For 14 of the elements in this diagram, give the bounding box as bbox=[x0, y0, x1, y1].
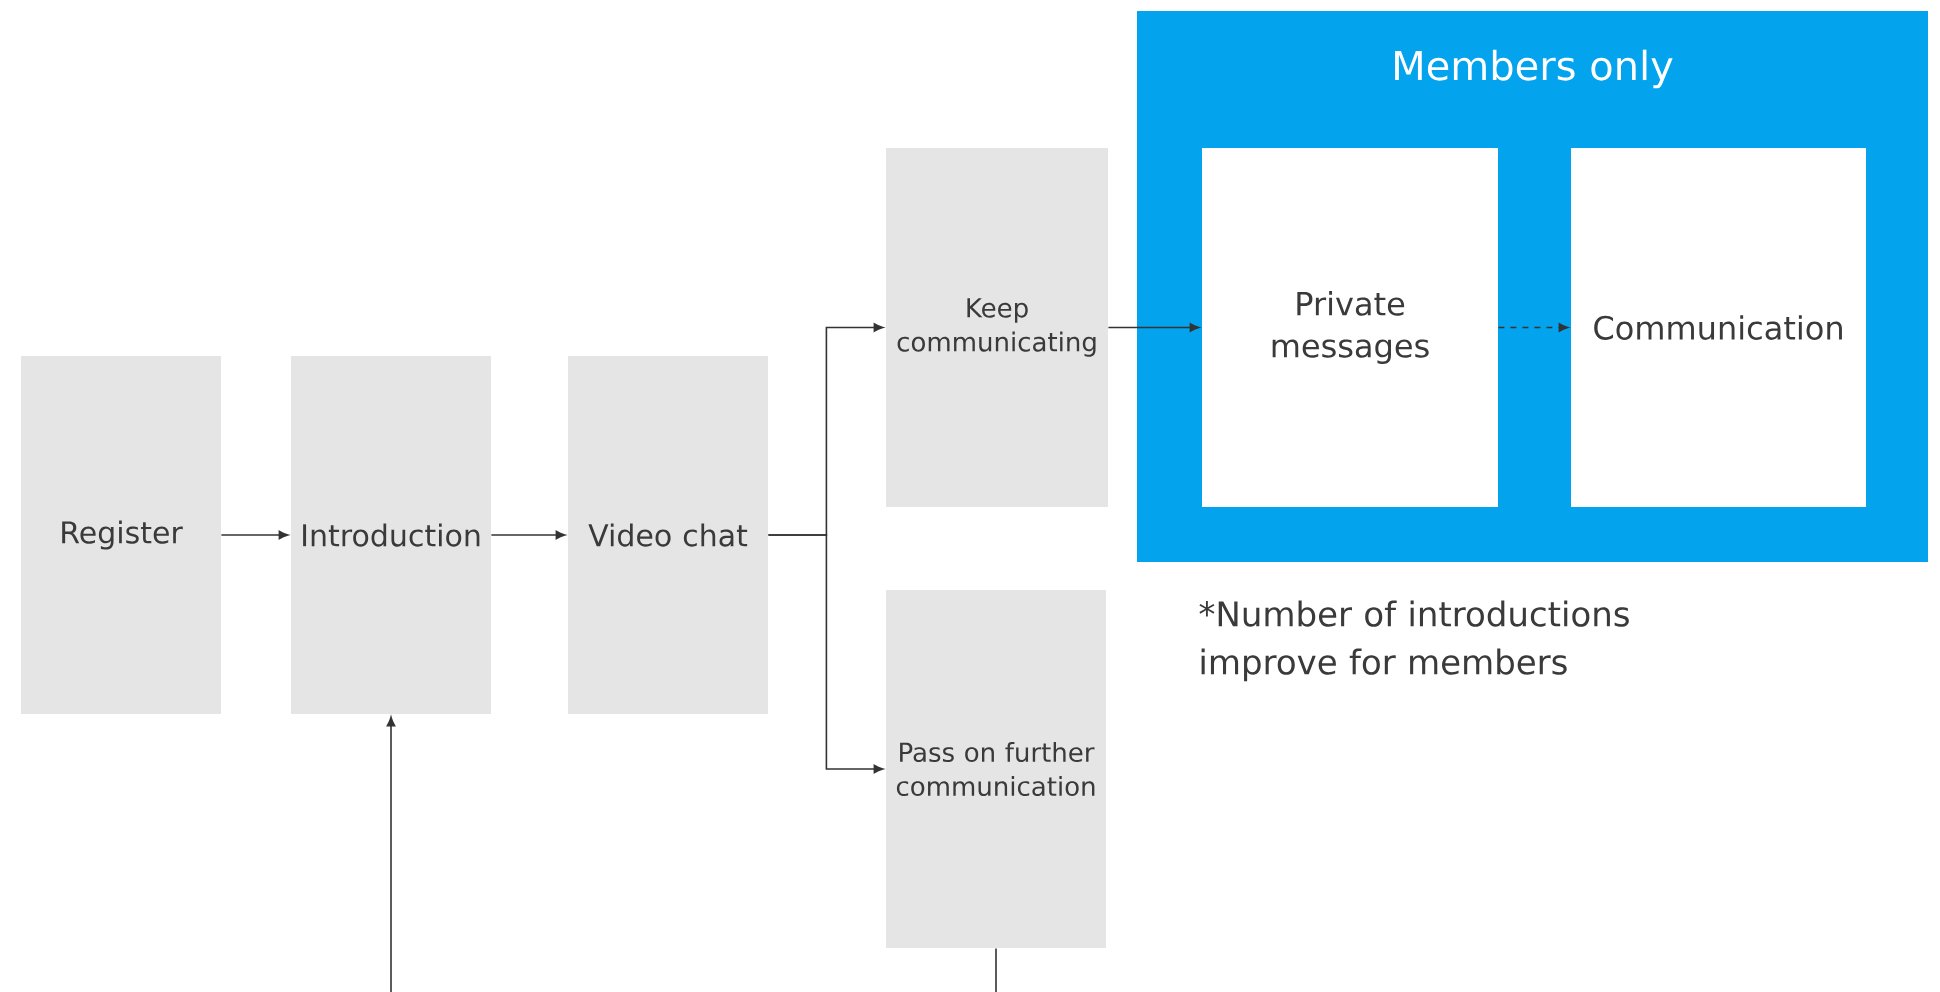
arrow bbox=[220, 530, 289, 540]
arrow bbox=[386, 716, 396, 992]
process-box: Communication bbox=[1571, 148, 1866, 507]
process-box: Introduction bbox=[291, 356, 491, 714]
arrow bbox=[490, 530, 566, 540]
process-box: Private messages bbox=[1202, 148, 1498, 507]
arrow bbox=[767, 534, 884, 774]
note-text: *Number of introductions improve for members bbox=[1199, 600, 1629, 682]
process-box: Pass on further communication bbox=[886, 590, 1106, 948]
process-box: Keep communicating bbox=[886, 148, 1108, 507]
process-box: Register bbox=[21, 356, 221, 714]
process-box: Video chat bbox=[568, 356, 768, 714]
arrow bbox=[1497, 323, 1569, 332]
arrow bbox=[1107, 323, 1200, 332]
